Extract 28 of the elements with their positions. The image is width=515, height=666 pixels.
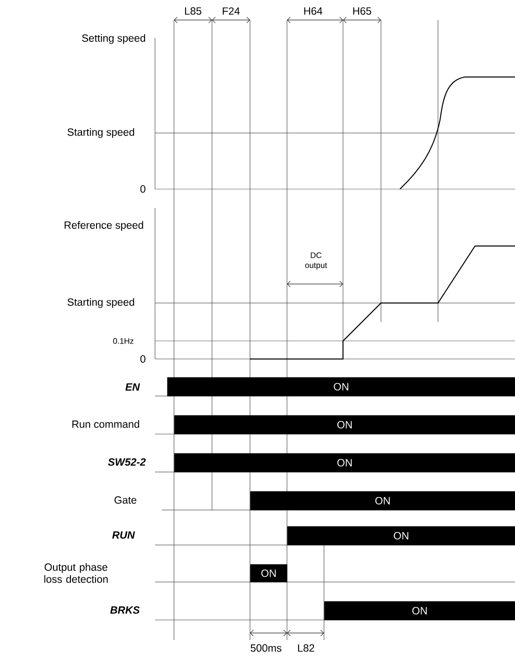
timing-label: L85: [185, 7, 202, 15]
signal-name: Run command: [72, 420, 140, 428]
signal-name: SW52-2: [108, 458, 146, 466]
timing-label: 500ms: [250, 644, 282, 652]
signal-name: BRKS: [110, 606, 140, 614]
signal-bar: ON: [250, 564, 288, 582]
timing-label: F24: [222, 7, 240, 15]
signal-bar: ON: [324, 601, 515, 620]
signal-name: Gate: [114, 496, 136, 504]
axis-label: Setting speed: [82, 34, 146, 44]
timing-label: H65: [353, 7, 372, 15]
signal-name: RUN: [112, 531, 135, 539]
axis-label: 0: [140, 185, 146, 193]
axis-label: 0.1Hz: [113, 338, 134, 344]
signal-bar: ON: [250, 491, 515, 510]
signal-bar: ON: [287, 526, 515, 546]
signal-bar: ON: [174, 453, 515, 472]
signal-bar: ON: [167, 377, 515, 396]
signal-bar: ON: [174, 415, 515, 434]
axis-label: Starting speed: [68, 128, 134, 138]
signal-name: Output phase loss detection: [44, 563, 108, 583]
signal-name: EN: [125, 383, 140, 391]
axis-label: 0: [140, 355, 146, 363]
timing-label: L82: [298, 644, 314, 652]
timing-label: H64: [304, 7, 322, 15]
axis-label: Reference speed: [64, 221, 144, 231]
period-label: DC output: [305, 252, 328, 270]
axis-label: Starting speed: [68, 298, 134, 308]
